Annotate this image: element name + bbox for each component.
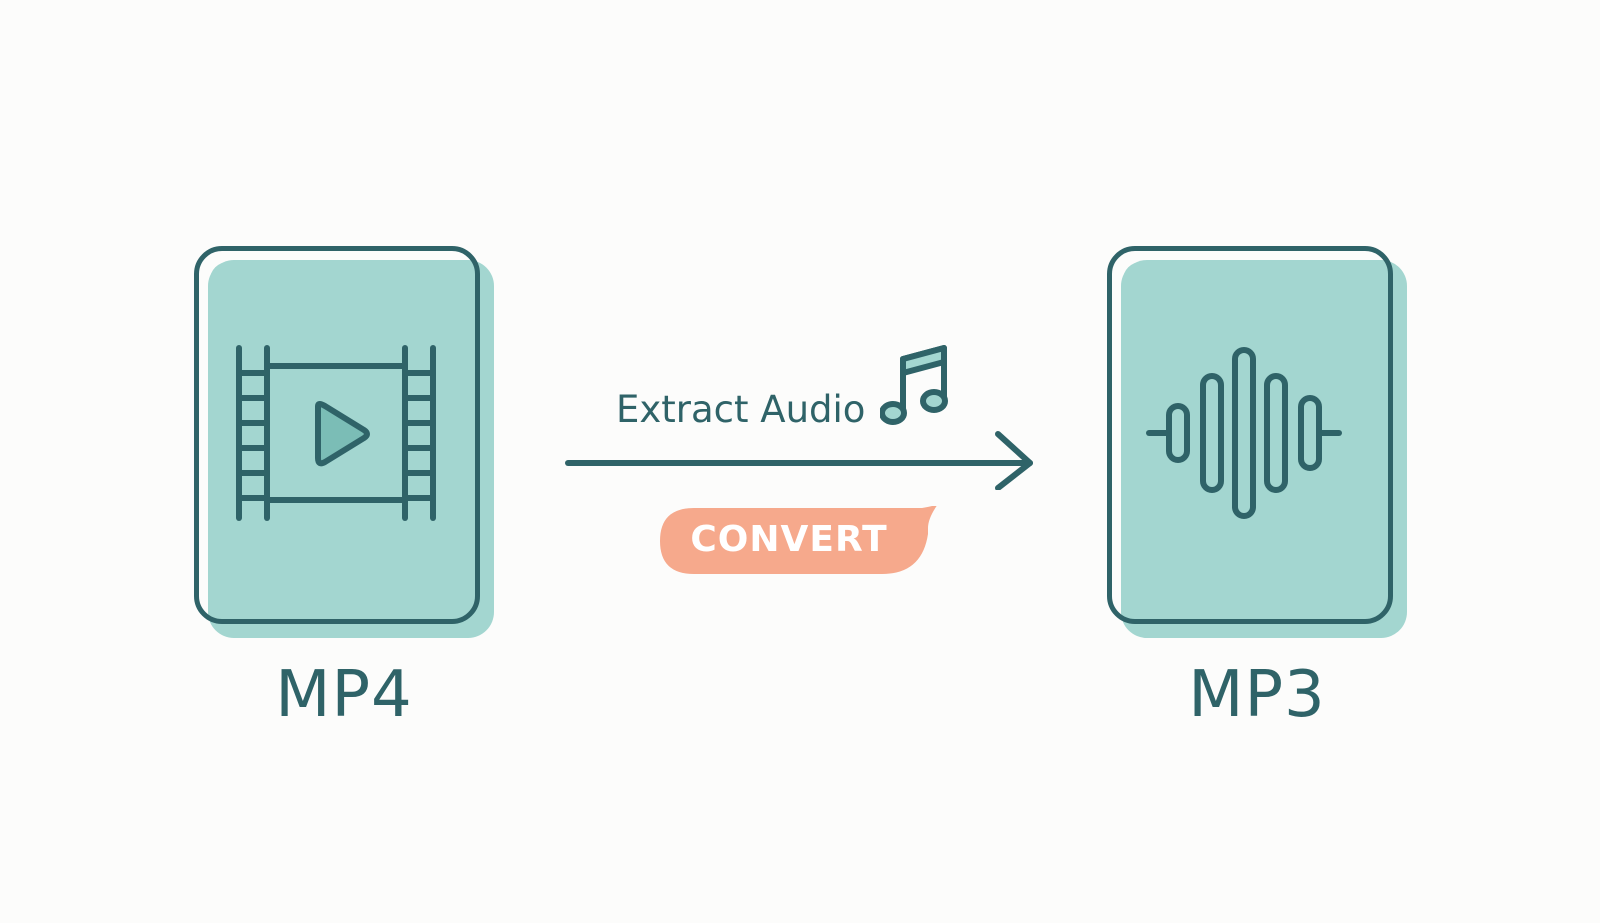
mp3-card-outline — [1107, 246, 1393, 624]
arrow-right-icon — [565, 431, 1033, 490]
mp4-label: MP4 — [275, 658, 413, 732]
mp4-card-outline — [194, 246, 480, 624]
convert-badge-text: CONVERT — [690, 519, 888, 560]
mp4-file-card — [194, 246, 494, 638]
extract-audio-label: Extract Audio — [616, 388, 866, 431]
audio-waveform-icon — [1146, 347, 1342, 519]
music-note-icon — [880, 345, 948, 425]
convert-badge: CONVERT — [660, 506, 944, 580]
mp3-file-card — [1107, 246, 1407, 638]
convert-badge-shape — [660, 506, 937, 574]
mp3-label: MP3 — [1188, 658, 1326, 732]
film-play-icon — [236, 345, 436, 521]
